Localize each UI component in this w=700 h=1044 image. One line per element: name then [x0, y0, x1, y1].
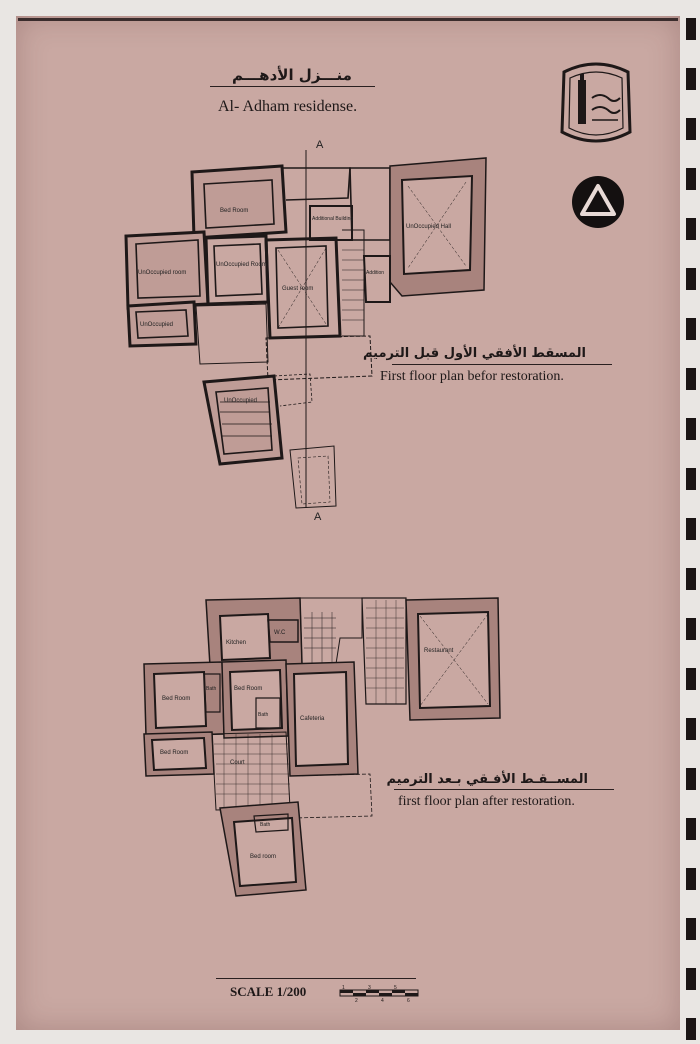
room-unoccupied-lower: UnOccupied: [224, 398, 257, 404]
caption-before-underline: [392, 364, 612, 365]
heading-underline: [210, 86, 375, 87]
drawing-sheet: [16, 16, 680, 1030]
binding-ring: [686, 368, 696, 390]
binding-ring: [686, 1018, 696, 1040]
section-label-top: A: [316, 140, 324, 151]
caption-before-arabic: المسقط الأفقي الأول قبل الترميم: [362, 346, 586, 361]
caption-before-english: First floor plan befor restoration.: [380, 369, 564, 384]
room-guest: Guest room: [282, 286, 313, 292]
binding-ring: [686, 268, 696, 290]
room-bath-3: Bath: [260, 822, 271, 828]
room-bed-4: Bed room: [250, 854, 276, 860]
binding-ring: [686, 168, 696, 190]
scale-tick-1: 1: [342, 985, 345, 991]
heading-arabic: منـــزل الأدهـــم: [232, 66, 352, 84]
triangle-emblem-icon: [572, 176, 624, 228]
scale-tick-3: 3: [368, 985, 371, 991]
room-bath-2: Bath: [258, 712, 269, 718]
room-cafeteria: Cafeteria: [300, 716, 325, 722]
floor-plan-after: Kitchen W.C Restaurant Bed Room Bath Bed…: [143, 597, 501, 897]
heading-english: Al- Adham residense.: [218, 98, 358, 115]
scale-bar: 1 3 5 2 4 6: [339, 985, 419, 1004]
binding-ring: [686, 568, 696, 590]
room-unoccupied-center: UnOccupied Room: [216, 262, 267, 268]
room-restaurant: Restaurant: [424, 648, 454, 654]
binding-ring: [686, 218, 696, 240]
room-kitchen: Kitchen: [226, 640, 246, 646]
binding-ring: [686, 818, 696, 840]
room-wc: W.C: [274, 630, 286, 636]
binding-ring: [686, 668, 696, 690]
binding-ring: [686, 68, 696, 90]
scale-tick-2: 2: [355, 998, 358, 1004]
institution-seal: [560, 62, 632, 143]
room-unoccupied-hall: UnOccupied Hall: [406, 224, 451, 230]
room-additional-building: Additional Building: [312, 216, 353, 222]
room-addition: Addition: [366, 270, 384, 276]
scale-underline: [216, 978, 416, 979]
spiral-binding: [684, 0, 700, 1044]
binding-ring: [686, 318, 696, 340]
binding-ring: [686, 768, 696, 790]
room-unoccupied-small: UnOccupied: [140, 322, 173, 328]
room-bed-room: Bed Room: [220, 208, 248, 214]
sheet-top-border: [18, 18, 678, 21]
caption-after-english: first floor plan after restoration.: [398, 794, 575, 809]
binding-ring: [686, 468, 696, 490]
section-label-bottom: A: [314, 511, 322, 523]
binding-ring: [686, 718, 696, 740]
caption-after-underline: [394, 789, 614, 790]
binding-ring: [686, 118, 696, 140]
room-bed-3: Bed Room: [160, 750, 188, 756]
room-bed-2: Bed Room: [234, 686, 262, 692]
caption-after-arabic: المســقـط الأفـقي بـعد الترميم: [386, 772, 588, 787]
room-court: Court: [230, 760, 245, 766]
room-unoccupied-left: UnOccupied room: [138, 270, 186, 276]
scale-tick-4: 4: [381, 998, 384, 1004]
room-bed-1: Bed Room: [162, 696, 190, 702]
binding-ring: [686, 918, 696, 940]
binding-ring: [686, 518, 696, 540]
binding-ring: [686, 618, 696, 640]
binding-ring: [686, 968, 696, 990]
floor-plan-before: A A Bed Room Additional Building UnOccup…: [124, 140, 487, 523]
binding-ring: [686, 868, 696, 890]
room-bath-1: Bath: [206, 686, 217, 692]
scale-label: SCALE 1/200: [230, 984, 307, 999]
scale-tick-5: 5: [394, 985, 397, 991]
binding-ring: [686, 418, 696, 440]
binding-ring: [686, 18, 696, 40]
scale-tick-6: 6: [407, 998, 410, 1004]
